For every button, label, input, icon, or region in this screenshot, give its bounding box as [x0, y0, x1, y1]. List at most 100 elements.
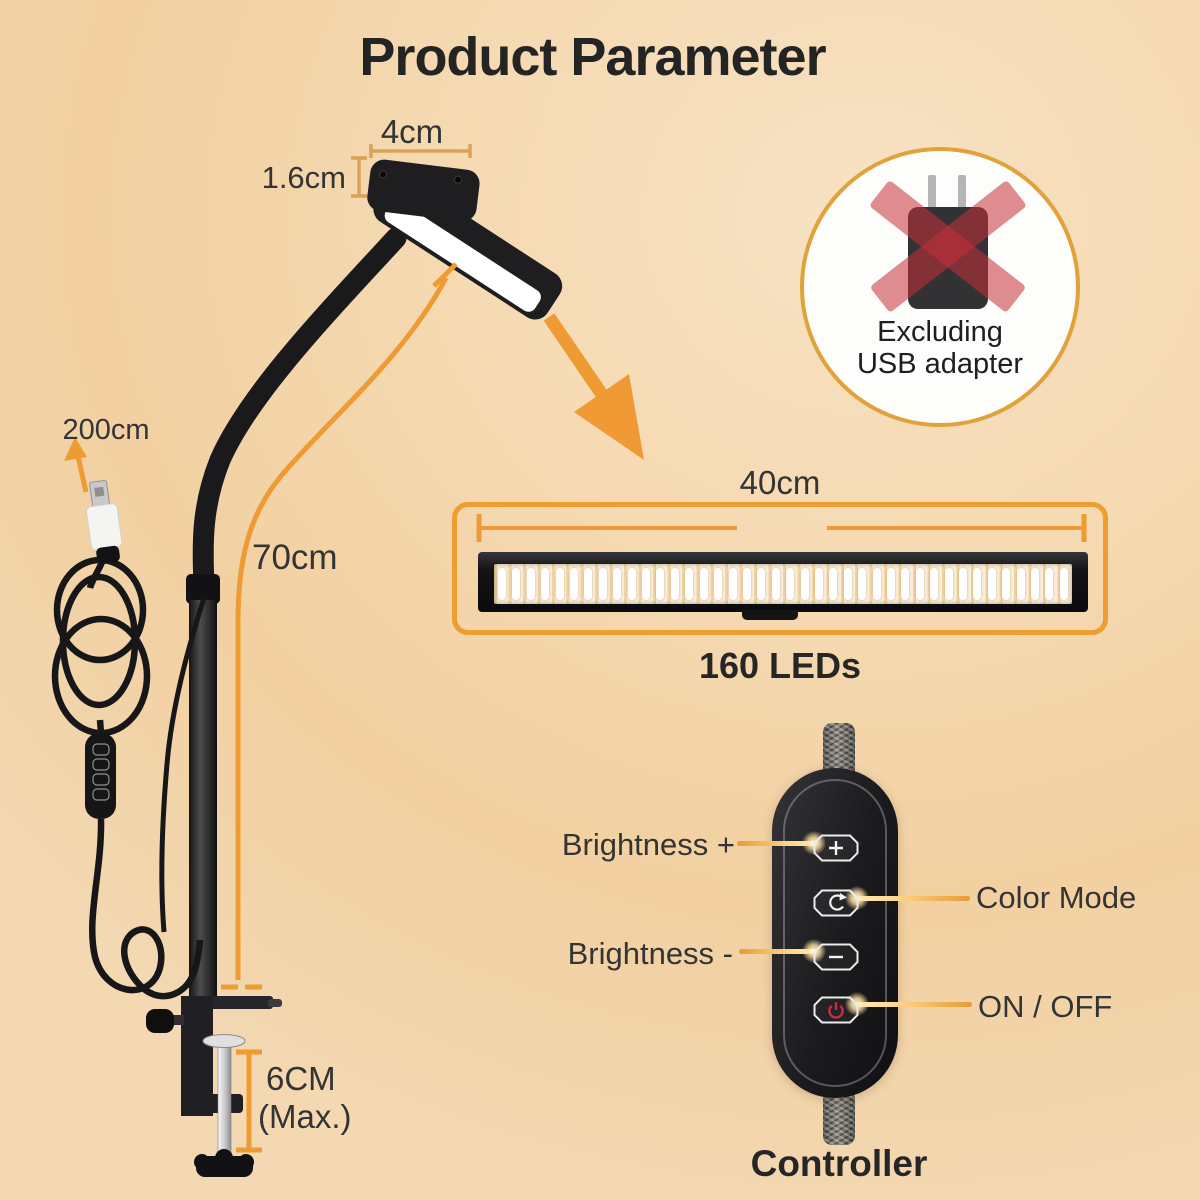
led-segment	[1031, 568, 1040, 600]
page-title: Product Parameter	[359, 27, 826, 87]
led-segment	[1002, 568, 1011, 600]
cable-length-label: 200cm	[62, 414, 150, 446]
bar-width-label: 40cm	[739, 464, 821, 501]
head-screw-icon	[454, 175, 463, 184]
crossed-adapter-icon	[870, 175, 1026, 312]
led-segment	[1045, 568, 1054, 600]
clamp-side-knob	[146, 1009, 174, 1033]
led-segment	[613, 568, 622, 600]
controller-body	[772, 768, 898, 1098]
power-button	[813, 996, 859, 1024]
clamp-screw-shaft	[217, 1044, 232, 1164]
led-segment	[526, 568, 535, 600]
head-screw-icon	[379, 170, 388, 179]
led-segment	[800, 568, 809, 600]
brightness-plus-button	[813, 834, 859, 862]
leader-power	[858, 1002, 972, 1007]
led-segment	[728, 568, 737, 600]
led-segment	[498, 568, 506, 600]
desk-clamp	[146, 996, 282, 1177]
usb-adapter-exclusion-badge: Excluding USB adapter	[800, 147, 1080, 427]
usb-cable-assembly	[51, 556, 207, 1000]
led-segment	[843, 568, 852, 600]
color-cycle-icon	[829, 893, 847, 911]
led-segment	[627, 568, 636, 600]
controller-caption: Controller	[750, 1143, 928, 1184]
plus-icon	[829, 841, 843, 855]
lamp-pole	[189, 600, 217, 1000]
head-thickness-label: 1.6cm	[261, 160, 346, 195]
leader-color-mode	[858, 896, 970, 901]
clamp-opening-note: (Max.)	[258, 1098, 352, 1135]
height-dimension-curve	[235, 276, 449, 980]
usb-plug-icon	[85, 479, 123, 564]
led-segment	[714, 568, 723, 600]
led-segment	[814, 568, 823, 600]
led-segment	[1059, 568, 1068, 600]
led-segment	[699, 568, 708, 600]
clamp-opening-bracket	[236, 1049, 262, 1153]
power-icon	[828, 1002, 844, 1019]
led-segment	[829, 568, 838, 600]
head-dimension-brackets	[351, 144, 472, 198]
led-segment	[959, 568, 967, 600]
brightness-minus-label: Brightness -	[567, 936, 733, 971]
led-segment	[973, 568, 982, 600]
clamp-side-screw	[172, 1015, 184, 1025]
led-segment	[901, 568, 910, 600]
led-count-caption: 160 LEDs	[698, 645, 862, 686]
lamp-gooseneck	[192, 227, 407, 596]
clamp-screw-pad	[202, 1034, 246, 1048]
cable-loop	[89, 818, 204, 1000]
brightness-plus-label: Brightness +	[561, 827, 735, 862]
controller-cable-bottom	[823, 1090, 855, 1145]
thickness-bracket	[351, 156, 367, 198]
leader-brightness-minus	[739, 949, 817, 954]
lamp-head	[367, 159, 563, 320]
pole-collar	[186, 574, 220, 604]
brightness-minus-button	[813, 943, 859, 971]
led-segment	[656, 568, 665, 600]
led-segment	[872, 568, 881, 600]
led-segment	[987, 568, 996, 600]
color-mode-label: Color Mode	[976, 880, 1137, 915]
led-segment	[742, 568, 751, 600]
led-segment	[642, 568, 651, 600]
width-bracket	[369, 144, 472, 158]
led-segment	[555, 568, 564, 600]
led-bar-notch	[742, 610, 798, 620]
led-segment	[858, 568, 867, 600]
led-strip	[494, 564, 1072, 604]
clamp-bottom-knob	[194, 1149, 254, 1177]
led-bar-frame	[452, 502, 1108, 635]
orange-annotations	[75, 262, 1087, 1153]
led-segment	[685, 568, 694, 600]
led-segment	[670, 568, 679, 600]
led-segment	[757, 568, 766, 600]
led-segment	[541, 568, 550, 600]
led-segment	[930, 568, 939, 600]
led-segment	[944, 568, 953, 600]
clamp-opening-label: 6CM	[266, 1060, 336, 1097]
arm-height-label: 70cm	[252, 538, 338, 577]
inline-controller	[85, 733, 116, 819]
color-mode-button	[813, 889, 859, 917]
led-segment	[771, 568, 780, 600]
cable-coil	[59, 573, 139, 709]
led-segment	[786, 568, 795, 600]
red-x-icon	[870, 181, 1026, 312]
led-segment	[584, 568, 593, 600]
led-segment	[598, 568, 607, 600]
led-segment	[915, 568, 924, 600]
leader-brightness-plus	[737, 841, 817, 846]
led-segment	[886, 568, 895, 600]
usb-note-line2: USB adapter	[856, 348, 1024, 380]
power-label: ON / OFF	[978, 989, 1113, 1024]
led-segment	[570, 568, 579, 600]
led-segment	[512, 568, 521, 600]
zoom-arrow	[543, 313, 609, 400]
cable-length-arrow	[75, 455, 89, 493]
led-segment	[1016, 568, 1025, 600]
